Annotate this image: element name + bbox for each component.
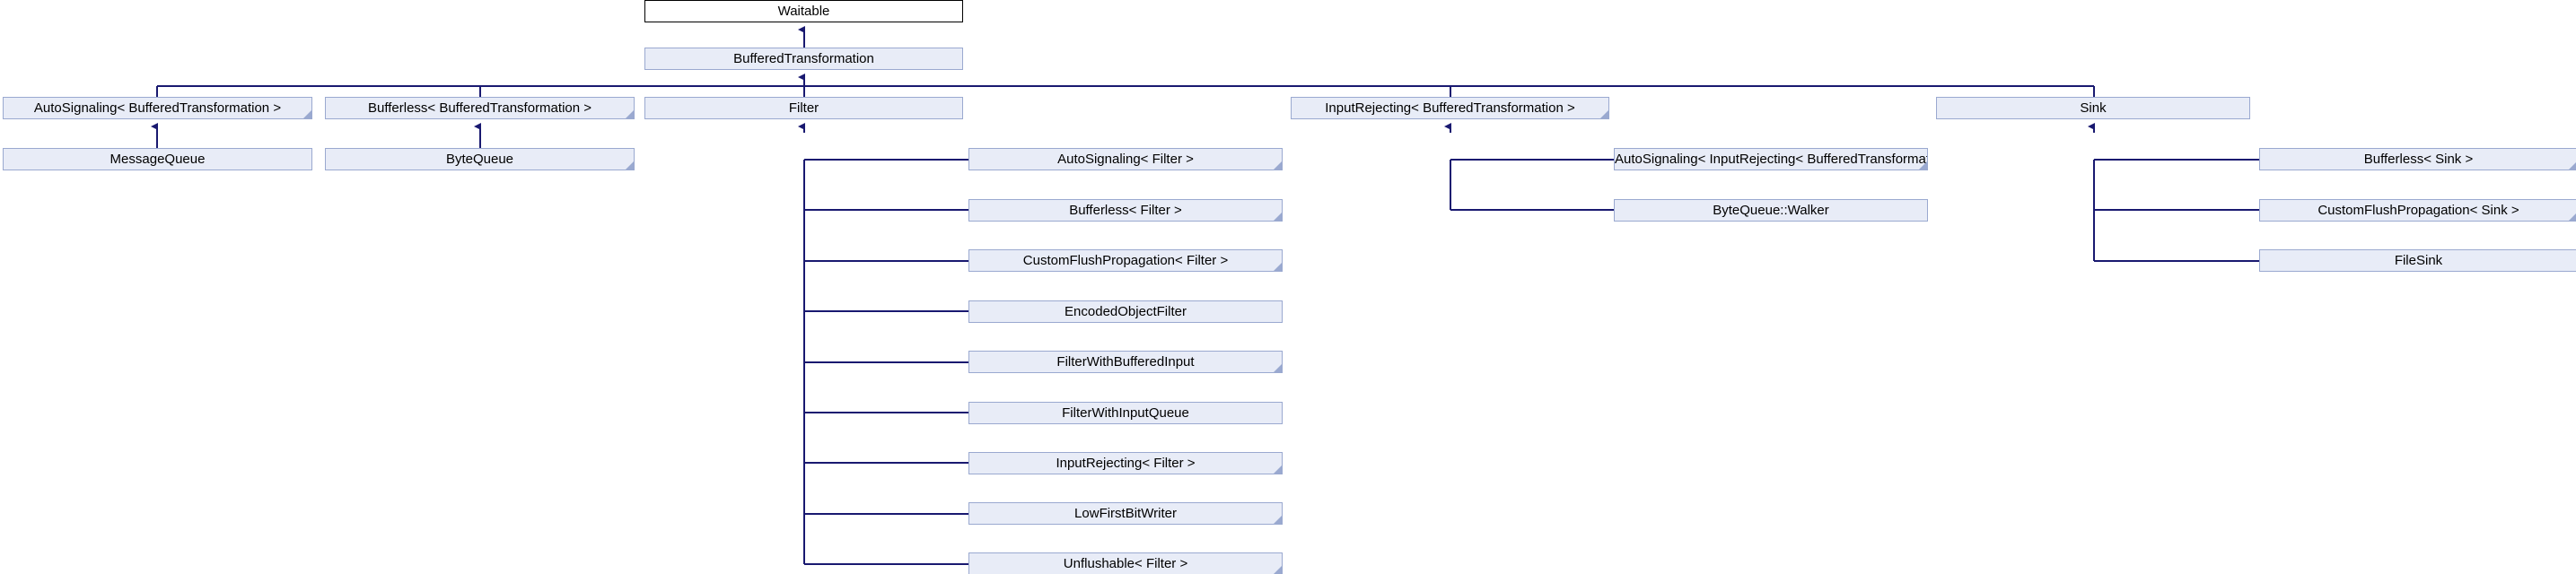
class-node-label: AutoSignaling< BufferedTransformation > (33, 100, 282, 116)
class-node-filesink[interactable]: FileSink (2259, 249, 2576, 272)
class-node-filterwithbuffered[interactable]: FilterWithBufferedInput (968, 351, 1283, 373)
class-node-autosig_bt[interactable]: AutoSignaling< BufferedTransformation > (3, 97, 312, 119)
class-node-label: MessageQueue (110, 152, 206, 167)
class-node-label: FileSink (2394, 253, 2443, 268)
class-node-inputrejecting_bt[interactable]: InputRejecting< BufferedTransformation > (1291, 97, 1609, 119)
class-node-label: AutoSignaling< Filter > (1057, 152, 1194, 167)
class-node-label: ByteQueue::Walker (1713, 203, 1829, 218)
class-node-bufferless_filter[interactable]: Bufferless< Filter > (968, 199, 1283, 222)
class-node-label: InputRejecting< BufferedTransformation > (1325, 100, 1575, 116)
class-node-filterwithinputq[interactable]: FilterWithInputQueue (968, 402, 1283, 424)
class-node-bytequeue_walker[interactable]: ByteQueue::Walker (1614, 199, 1928, 222)
class-node-label: FilterWithBufferedInput (1056, 354, 1195, 370)
class-node-label: CustomFlushPropagation< Filter > (1022, 253, 1229, 268)
class-node-autosig_ir_bt[interactable]: AutoSignaling< InputRejecting< BufferedT… (1614, 148, 1928, 170)
class-node-bufferless_bt[interactable]: Bufferless< BufferedTransformation > (325, 97, 635, 119)
class-node-label: LowFirstBitWriter (1074, 506, 1177, 521)
class-node-bytequeue[interactable]: ByteQueue (325, 148, 635, 170)
class-node-label: Filter (788, 100, 819, 116)
class-node-label: FilterWithInputQueue (1062, 405, 1189, 421)
class-node-bufferedtransform[interactable]: BufferedTransformation (644, 48, 963, 70)
class-node-label: EncodedObjectFilter (1065, 304, 1187, 319)
class-node-encodedobjectfilter[interactable]: EncodedObjectFilter (968, 300, 1283, 323)
class-node-messagequeue[interactable]: MessageQueue (3, 148, 312, 170)
class-node-label: Bufferless< BufferedTransformation > (367, 100, 592, 116)
class-node-label: AutoSignaling< InputRejecting< BufferedT… (1615, 152, 1928, 167)
class-node-label: InputRejecting< Filter > (1056, 456, 1196, 471)
class-node-label: Bufferless< Filter > (1069, 203, 1182, 218)
class-node-cfp_sink[interactable]: CustomFlushPropagation< Sink > (2259, 199, 2576, 222)
class-node-waitable[interactable]: Waitable (644, 0, 963, 22)
class-node-label: CustomFlushPropagation< Sink > (2318, 203, 2519, 218)
class-node-label: Bufferless< Sink > (2363, 152, 2474, 167)
class-node-inputrejecting_f[interactable]: InputRejecting< Filter > (968, 452, 1283, 474)
class-node-label: BufferedTransformation (733, 51, 874, 66)
class-node-bufferless_sink[interactable]: Bufferless< Sink > (2259, 148, 2576, 170)
class-node-label: Unflushable< Filter > (1063, 556, 1188, 571)
class-node-sink[interactable]: Sink (1936, 97, 2250, 119)
class-node-autosig_filter[interactable]: AutoSignaling< Filter > (968, 148, 1283, 170)
class-node-label: Waitable (777, 4, 830, 19)
class-node-filter[interactable]: Filter (644, 97, 963, 119)
class-node-label: ByteQueue (445, 152, 514, 167)
class-node-unflushable_filter[interactable]: Unflushable< Filter > (968, 552, 1283, 574)
class-node-lowfirstbitwriter[interactable]: LowFirstBitWriter (968, 502, 1283, 525)
class-node-label: Sink (2080, 100, 2107, 116)
class-node-cfp_filter[interactable]: CustomFlushPropagation< Filter > (968, 249, 1283, 272)
